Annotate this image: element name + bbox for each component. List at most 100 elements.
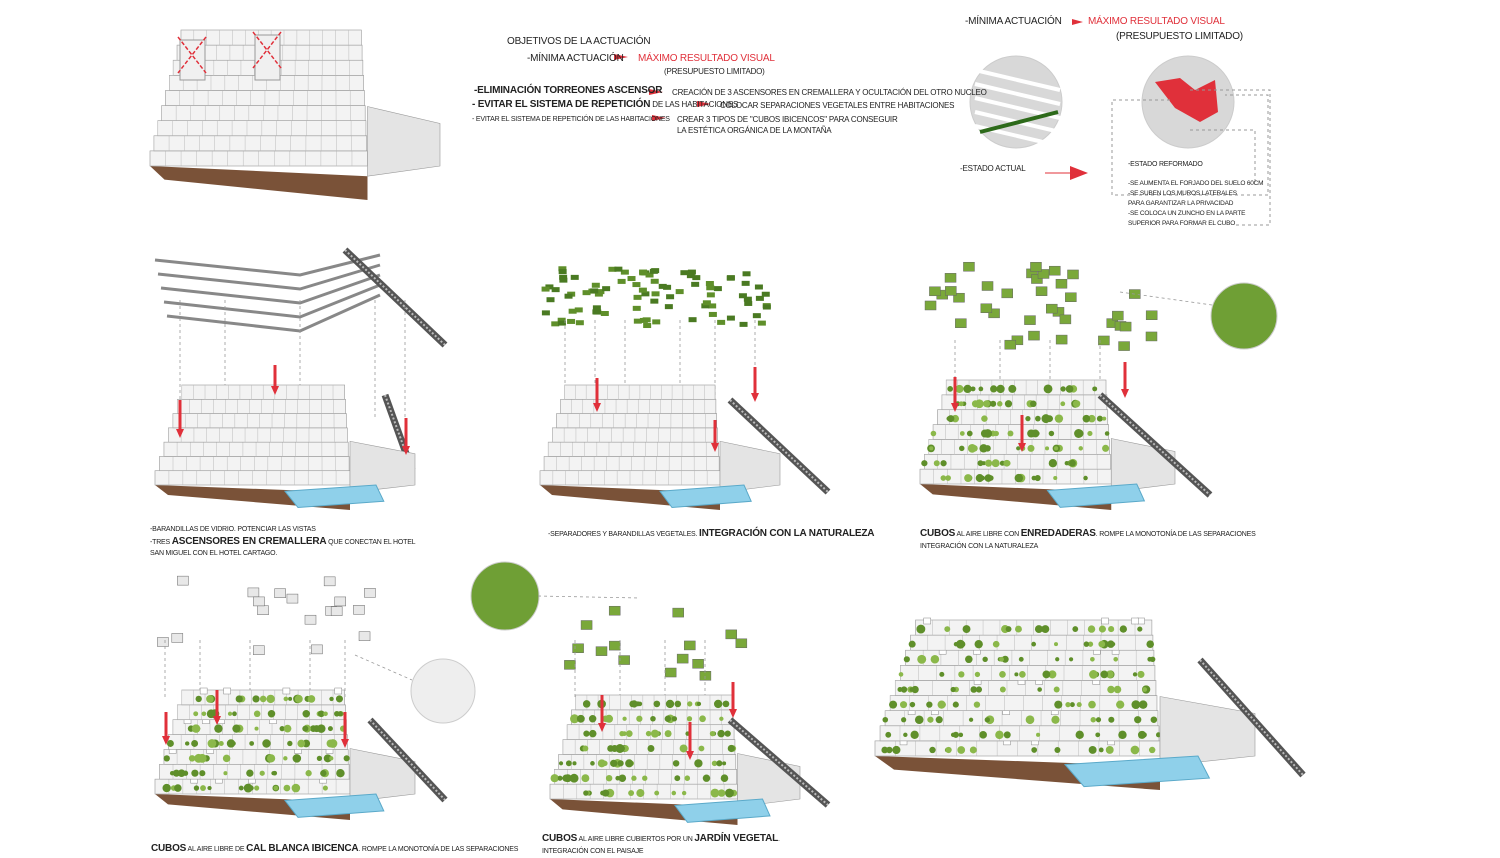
caption-text: al aire libre con [955, 531, 1021, 538]
vegetation [231, 741, 236, 746]
vegetation [975, 399, 984, 409]
detail-current-circle [969, 55, 1063, 149]
vegetation [1004, 400, 1013, 408]
vegetal-separator [541, 310, 550, 316]
vegetation [927, 717, 932, 722]
floating-cube [618, 655, 630, 665]
red-arrow-head [1121, 389, 1129, 398]
floating-cube [929, 286, 941, 297]
elevator-rail-detail [1099, 394, 1211, 496]
vegetation [177, 769, 186, 778]
floating-cube [253, 645, 265, 655]
vegetal-separator [702, 300, 711, 306]
vegetation [1087, 414, 1096, 423]
vegetation [885, 731, 892, 738]
vegetation [978, 386, 984, 392]
vegetation [964, 474, 973, 483]
side-wing [349, 748, 416, 803]
vegetation [625, 759, 634, 768]
vegetal-separator [650, 298, 659, 304]
vegetation [602, 789, 610, 797]
swimming-pool [659, 484, 752, 509]
floating-cube [253, 596, 265, 607]
vegetation [207, 709, 216, 718]
vegetation [1030, 400, 1037, 408]
vegetation [1134, 716, 1142, 724]
vegetation [973, 701, 981, 708]
vegetation [1053, 686, 1060, 693]
vegetation [930, 430, 937, 437]
vegetation [1095, 732, 1101, 738]
vegetation [1087, 641, 1094, 647]
floating-cube [1031, 274, 1043, 284]
floating-cube [725, 629, 738, 640]
floating-cube [981, 281, 994, 291]
vegetation [1004, 460, 1011, 467]
vegetation [1102, 416, 1107, 421]
vegetation [1054, 414, 1064, 423]
objective-rest: de las habitaciones [650, 100, 739, 109]
hotel-building [539, 384, 781, 510]
vegetation [679, 744, 688, 753]
vegetation [1142, 687, 1148, 692]
vegetation [717, 789, 726, 797]
vegetal-separator [687, 269, 696, 275]
floating-cube [955, 318, 967, 328]
vegetation [950, 686, 956, 693]
vegetation [969, 746, 977, 754]
vegetation [218, 740, 224, 746]
vegetation [302, 725, 309, 732]
vegetation [684, 775, 691, 781]
side-wing [349, 440, 416, 493]
floating-cube [1046, 303, 1058, 314]
floating-cube [1035, 286, 1048, 296]
red-arrow-head [402, 446, 410, 455]
vegetation [334, 710, 340, 717]
vegetation [724, 788, 734, 798]
vegetation [597, 759, 606, 768]
vegetation [162, 783, 171, 793]
vegetation [975, 474, 984, 483]
vegetation [945, 475, 951, 481]
vegetation [193, 711, 199, 717]
vegetal-separator [602, 286, 611, 292]
vegetation [1034, 625, 1043, 633]
detail-note: para garantizar la privacidad [1128, 200, 1234, 207]
side-wing [1159, 696, 1256, 767]
vegetal-separator [600, 310, 609, 316]
vegetation [1007, 430, 1014, 437]
vegetation [262, 739, 271, 748]
vegetation [993, 430, 999, 437]
vegetation [965, 655, 973, 664]
objective-bold: -Eliminación torreones ascensor [474, 85, 663, 96]
swimming-pool [1046, 483, 1146, 508]
vegetation [1090, 656, 1095, 662]
vegetation [188, 755, 196, 762]
vegetation [1034, 474, 1041, 482]
vegetal-separator [713, 286, 722, 292]
vegetation [914, 715, 924, 725]
vegetation [1068, 657, 1074, 662]
vegetation [1075, 730, 1084, 740]
vegetal-separator [738, 293, 747, 299]
vegetation [997, 401, 1003, 407]
vegetation [1102, 444, 1110, 452]
vegetal-separator [675, 289, 684, 295]
caption-bold: Cubos [920, 528, 956, 539]
red-arrow-head [176, 429, 184, 438]
red-arrow-head [751, 393, 759, 402]
vegetation [343, 755, 350, 762]
vegetation [956, 639, 965, 649]
vegetation [636, 789, 645, 798]
white-cube [1101, 617, 1109, 625]
guide-line [354, 654, 413, 681]
vegetation [583, 790, 589, 796]
vegetation [191, 724, 201, 733]
vegetation [694, 759, 703, 768]
vegetation [1088, 745, 1097, 754]
vegetation [631, 775, 637, 781]
vegetation [1015, 625, 1022, 633]
red-arrow-head [593, 403, 601, 412]
vegetation [625, 730, 633, 737]
vegetation [637, 701, 643, 707]
